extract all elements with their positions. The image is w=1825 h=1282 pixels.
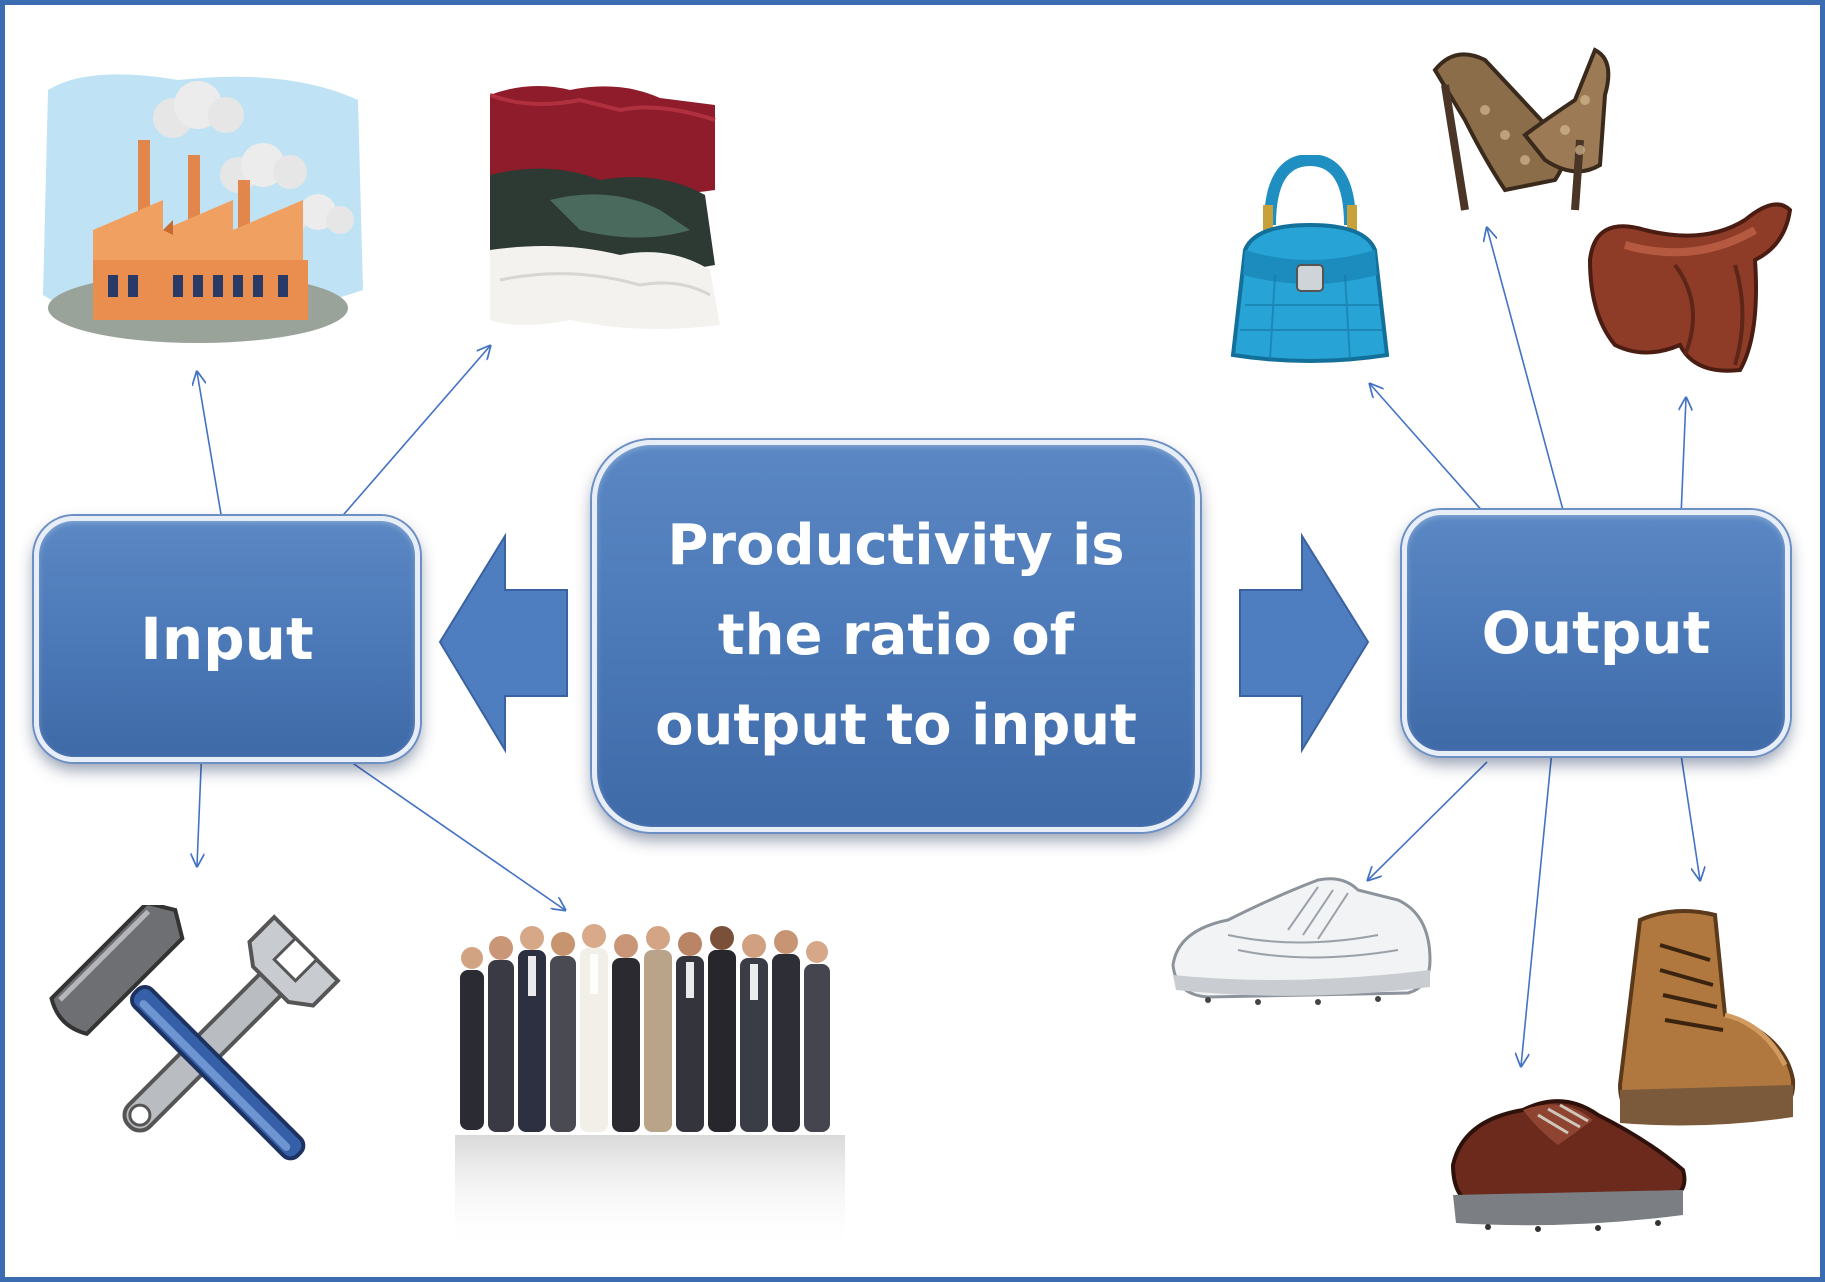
sneaker-image (1168, 875, 1438, 1010)
connector-input-factory (197, 372, 226, 539)
connector-input-tools (197, 743, 202, 866)
connector-output-sneaker (1368, 761, 1488, 880)
high-heels-image (1425, 40, 1620, 220)
productivity-definition: Productivity is the ratio of output to i… (655, 513, 1137, 758)
connector-input-leather (324, 346, 490, 537)
input-box: Input (34, 516, 420, 762)
connector-output-boot (1679, 747, 1700, 880)
left-block-arrow (438, 532, 568, 754)
output-box: Output (1402, 510, 1790, 756)
right-block-arrow (1239, 532, 1370, 754)
saddle-image (1585, 185, 1800, 375)
connector-output-heels (1487, 228, 1571, 537)
productivity-box: Productivity is the ratio of output to i… (592, 440, 1200, 832)
dress-shoe-image (1448, 1085, 1693, 1235)
connector-input-workers (324, 743, 565, 910)
work-boot-image (1605, 905, 1800, 1130)
factory-image (28, 60, 368, 350)
tools-image (40, 905, 360, 1205)
input-label: Input (140, 605, 314, 673)
connector-output-dressshoe (1521, 749, 1553, 1066)
output-label: Output (1481, 599, 1711, 667)
leather-image (490, 80, 750, 330)
handbag-image (1225, 155, 1395, 370)
workers-image (450, 920, 850, 1250)
connector-output-handbag (1370, 384, 1486, 515)
